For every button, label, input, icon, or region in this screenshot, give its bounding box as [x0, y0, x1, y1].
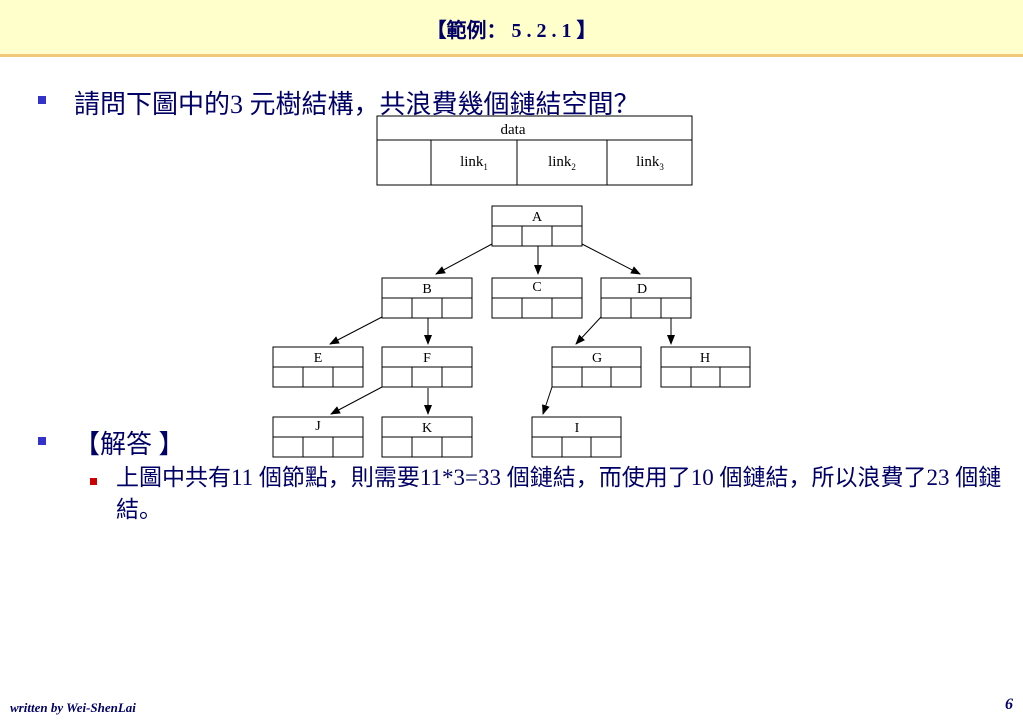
link3-label: link3	[636, 154, 664, 172]
edge-b-e	[329, 316, 383, 345]
node-label-a: A	[532, 210, 543, 225]
slide-header: 【範例： 5 . 2 . 1 】	[0, 0, 1023, 57]
node-label-k: K	[422, 421, 432, 436]
data-field-label: data	[501, 122, 526, 138]
node-label-d: D	[637, 282, 647, 297]
sub-bullet-square-icon	[90, 478, 97, 485]
edge-g-i	[542, 386, 553, 415]
slide-title: 【範例： 5 . 2 . 1 】	[426, 20, 597, 42]
tree-node-g	[551, 346, 642, 388]
tree-node-c	[491, 277, 583, 319]
question-text: 請問下圖中的3 元樹結構，共浪費幾個鏈結空間？	[74, 90, 640, 119]
edge-a-d	[581, 243, 641, 275]
bullet-square-icon	[38, 96, 46, 104]
footer-author: written by Wei-ShenLai	[10, 700, 136, 715]
edge-f-j	[330, 386, 383, 415]
node-format-box	[376, 115, 693, 186]
tree-node-f	[381, 346, 473, 388]
node-label-j: J	[315, 419, 321, 434]
node-label-b: B	[422, 282, 431, 297]
node-label-c: C	[532, 280, 541, 295]
node-label-e: E	[314, 351, 323, 366]
tree-node-a	[491, 205, 583, 247]
link2-label: link2	[548, 154, 576, 172]
tree-node-d	[600, 277, 692, 319]
bullet-square-icon	[38, 437, 46, 445]
tree-edges	[329, 243, 675, 415]
answer-text: 上圖中共有11 個節點，則需要11*3=33 個鏈結，而使用了10 個鏈結，所以…	[116, 465, 1002, 522]
answer-heading: 【解答 】	[74, 430, 185, 459]
link1-label: link1	[460, 154, 488, 172]
tree-node-k	[381, 416, 473, 458]
node-label-h: H	[700, 351, 710, 366]
edge-a-b	[435, 243, 493, 275]
page-number: 6	[1005, 696, 1013, 713]
node-label-f: F	[423, 351, 431, 366]
tree-node-h	[660, 346, 751, 388]
tree-node-i	[531, 416, 622, 458]
node-label-i: I	[575, 421, 580, 436]
edge-d-g	[575, 316, 602, 345]
tree-node-j	[272, 416, 364, 458]
node-label-g: G	[592, 351, 602, 366]
tree-node-e	[272, 346, 364, 388]
tree-node-b	[381, 277, 473, 319]
